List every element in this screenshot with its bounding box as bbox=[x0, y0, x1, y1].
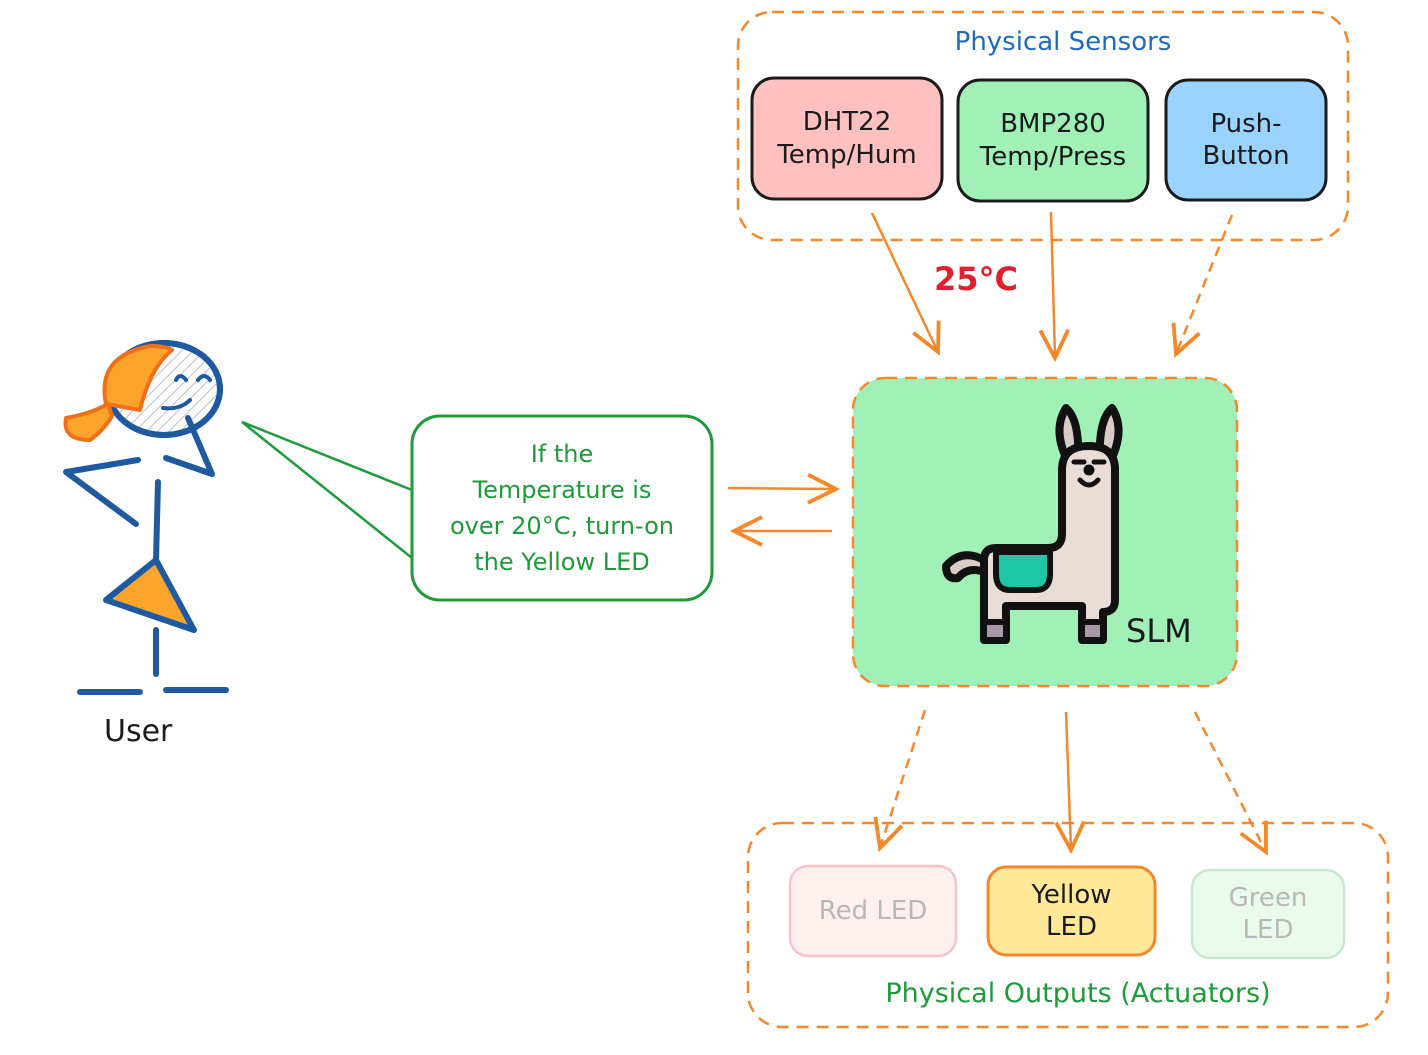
green-led-label: Green LED bbox=[1192, 870, 1344, 958]
user-label: User bbox=[104, 714, 173, 749]
sensor-pushbutton-box[interactable] bbox=[1164, 78, 1328, 202]
user-figure bbox=[63, 340, 229, 695]
yellow-led-line1: Yellow bbox=[1031, 879, 1112, 910]
sensor-dht22-name: DHT22 bbox=[802, 107, 892, 137]
arrow-prompt-to-slm bbox=[727, 488, 836, 489]
prompt-line: Temperature is bbox=[472, 476, 652, 504]
green-led-line2: LED bbox=[1242, 915, 1294, 945]
yellow-led-line2: LED bbox=[1046, 912, 1097, 942]
sensor-dht22-label: DHT22 Temp/Hum bbox=[752, 78, 942, 199]
prompt-line: the Yellow LED bbox=[474, 548, 650, 576]
yellow-led-box[interactable] bbox=[986, 865, 1157, 957]
arrow-slm-to-yellow-led bbox=[1066, 711, 1071, 850]
slm-box[interactable] bbox=[851, 376, 1239, 688]
sensor-dht22-type: Temp/Hum bbox=[777, 139, 917, 170]
yellow-led-label: Yellow LED bbox=[988, 867, 1155, 955]
prompt-text: If the Temperature is over 20°C, turn-on… bbox=[412, 426, 712, 590]
red-led-label: Red LED bbox=[790, 866, 956, 956]
green-led-line1: Green bbox=[1228, 882, 1308, 913]
green-led-box[interactable] bbox=[1190, 868, 1346, 960]
arrow-slm-to-green-led bbox=[1193, 711, 1266, 852]
speech-bubble bbox=[410, 414, 714, 602]
sensor-bmp280-box[interactable] bbox=[956, 78, 1150, 203]
sensor-bmp280-type: Temp/Press bbox=[979, 141, 1127, 172]
outputs-group bbox=[746, 821, 1390, 1029]
prompt-line: If the bbox=[530, 440, 594, 468]
sensor-pushbutton-line1: Push- bbox=[1210, 108, 1282, 139]
arrow-slm-to-red-led bbox=[880, 709, 927, 848]
sensor-bmp280-label: BMP280 Temp/Press bbox=[958, 80, 1148, 201]
red-led-text: Red LED bbox=[818, 895, 928, 926]
sensor-pushbutton-line2: Button bbox=[1202, 141, 1290, 171]
arrow-bmp280-to-slm bbox=[1051, 211, 1055, 358]
arrow-dht22-to-slm bbox=[870, 212, 938, 352]
temperature-reading: 25°C bbox=[934, 260, 1019, 298]
sensor-pushbutton-label: Push- Button bbox=[1166, 80, 1326, 200]
red-led-box[interactable] bbox=[788, 864, 958, 958]
outputs-title: Physical Outputs (Actuators) bbox=[885, 978, 1271, 1010]
sensors-title: Physical Sensors bbox=[954, 26, 1172, 57]
slm-label: SLM bbox=[1126, 612, 1192, 650]
sensors-group bbox=[736, 10, 1350, 242]
prompt-line: over 20°C, turn-on bbox=[450, 512, 674, 540]
sensor-bmp280-name: BMP280 bbox=[1000, 109, 1106, 139]
sensor-dht22-box[interactable] bbox=[750, 76, 944, 201]
arrow-pushbutton-to-slm bbox=[1176, 214, 1234, 354]
llama-icon bbox=[942, 404, 1123, 644]
speech-bubble-tail bbox=[241, 420, 413, 559]
